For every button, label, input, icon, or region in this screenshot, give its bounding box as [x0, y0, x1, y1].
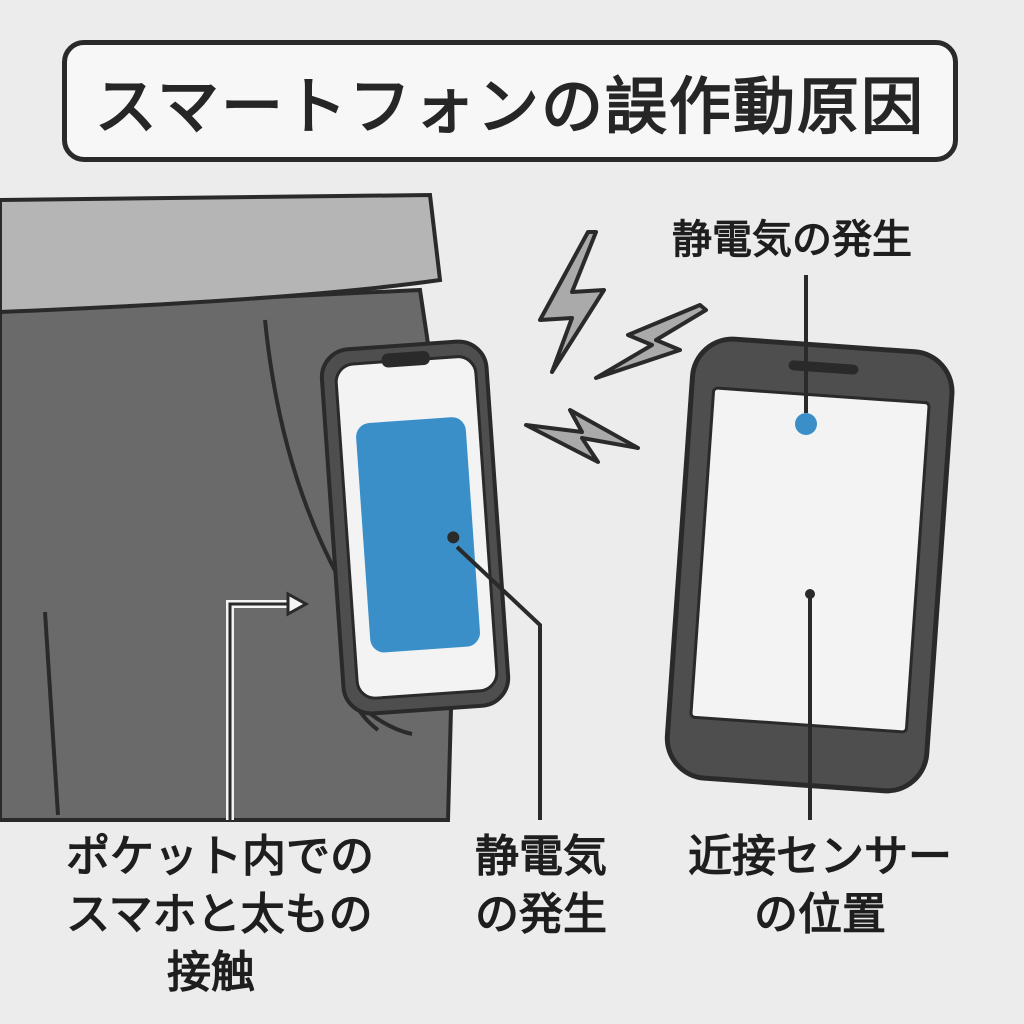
page-title: スマートフォンの誤作動原因 [94, 70, 926, 143]
proximity-sensor-dot [795, 413, 817, 435]
leader-line-static [455, 545, 542, 820]
phone-screen-highlight [356, 417, 480, 653]
label-static-top-text: 静電気の発生 [672, 217, 912, 263]
arrow-head [286, 591, 310, 617]
pants-seam [43, 611, 60, 816]
large-phone [664, 336, 955, 794]
static-point [447, 531, 460, 544]
label-sensor-line1: 近接センサー [688, 831, 952, 882]
pants-waistband [0, 192, 443, 315]
lightning-bolt-icon [538, 230, 606, 374]
label-static-line2: の発生 [475, 889, 607, 940]
label-static-line1: 静電気 [475, 831, 607, 882]
pocket-outline [263, 319, 342, 581]
lightning-bolt-icon [524, 408, 640, 464]
label-static-top: 静電気の発生 [672, 214, 912, 266]
pocket-phone [319, 339, 511, 716]
title-box: スマートフォンの誤作動原因 [62, 40, 958, 162]
label-pocket-contact: ポケット内での スマホと太もの 接触 [66, 828, 374, 1002]
label-static-generation: 静電気 の発生 [456, 828, 626, 944]
arrow-icon [228, 602, 294, 820]
label-pocket-line2: スマホと太もの [66, 889, 373, 940]
label-pocket-line1: ポケット内での [66, 831, 374, 882]
label-proximity-sensor: 近接センサー の位置 [680, 828, 960, 944]
label-sensor-line2: の位置 [754, 889, 886, 940]
lightning-bolt-icon [594, 303, 708, 380]
label-pocket-line3: 接触 [167, 947, 255, 998]
